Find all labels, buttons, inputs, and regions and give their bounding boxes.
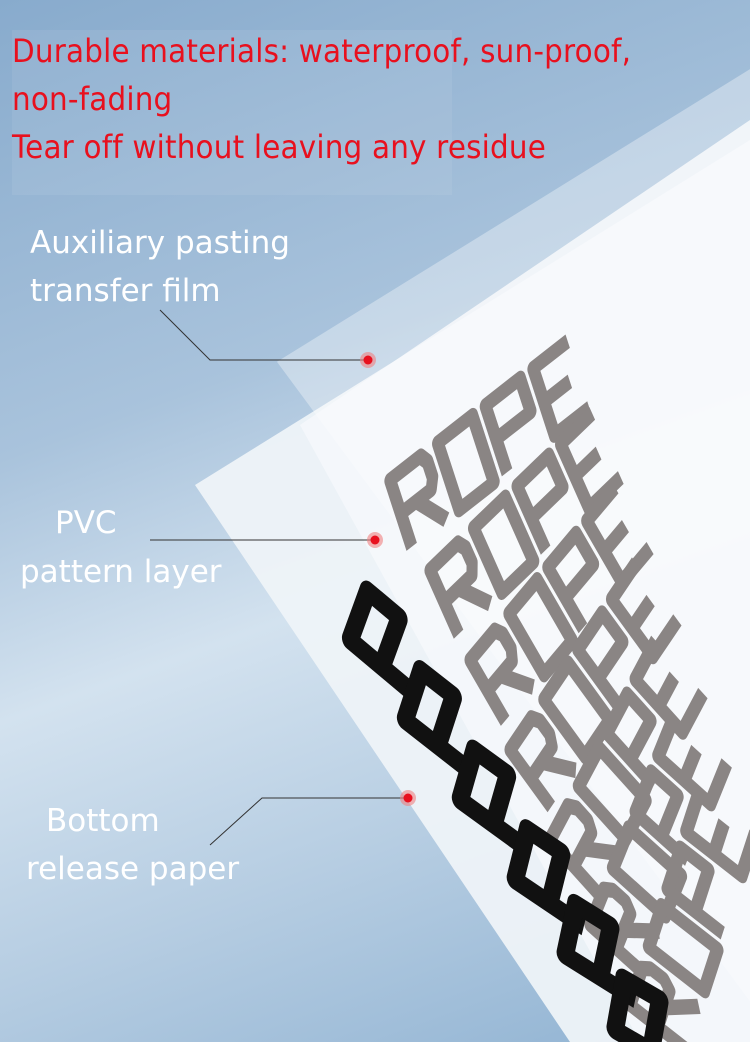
film-leader-line (159, 309, 368, 361)
decal-gray-rope-6 (624, 786, 750, 1042)
decal-gray-rope-5 (584, 711, 732, 979)
pvc-label-line-1: PVC (55, 505, 117, 541)
decal-black-p-1 (396, 660, 474, 780)
pvc-label-line-2: pattern layer (20, 554, 222, 590)
decal-black-p-4 (556, 893, 638, 1008)
headline-line-3: Tear off without leaving any residue (12, 128, 547, 166)
decal-group (341, 334, 750, 1042)
decal-gray-rope-0 (384, 334, 592, 551)
headline-box (12, 30, 452, 195)
film-marker-core (363, 355, 373, 365)
headline-line-2: non-fading (12, 80, 173, 118)
decal-gray-rope-1 (424, 406, 624, 639)
paper-marker-core (403, 793, 413, 803)
paper-leader-line (209, 797, 408, 846)
decal-gray-rope-2 (464, 481, 654, 726)
film-label-line-2: transfer film (30, 273, 221, 309)
paper-label-line-1: Bottom (46, 803, 160, 839)
headline-line-1: Durable materials: waterproof, sun-proof… (12, 32, 632, 70)
paper-label-line-2: release paper (26, 851, 240, 887)
decal-black-p-2 (451, 739, 530, 858)
decal-black-p-3 (506, 819, 587, 936)
pvc-marker-core (370, 535, 380, 545)
decal-black-p-0 (341, 580, 417, 702)
decal-black-p-5 (606, 968, 689, 1042)
film-label-line-1: Auxiliary pasting (30, 225, 290, 261)
